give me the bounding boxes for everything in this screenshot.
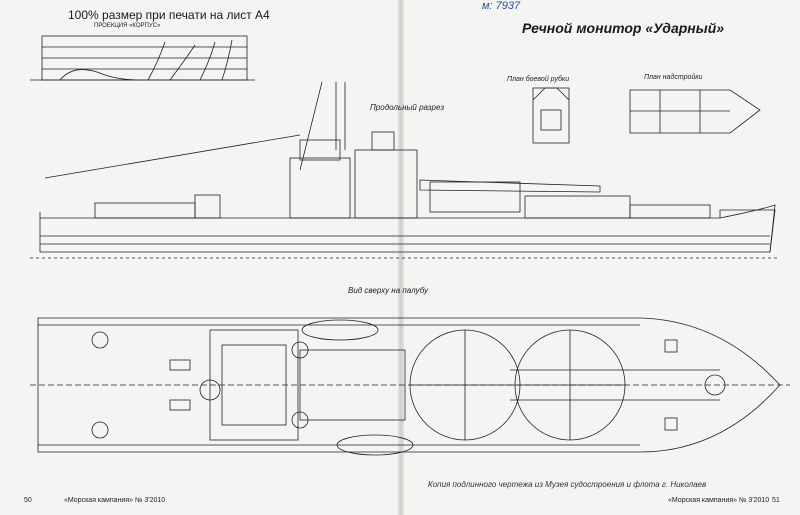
archive-stamp: м: 7937 (482, 0, 521, 12)
profile-hull (30, 131, 780, 259)
left-page-number: 50 (24, 497, 32, 504)
conning-tower-plan (532, 87, 570, 144)
print-size-note: 100% размер при печати на лист А4 (68, 8, 270, 22)
drawing-title: Речной монитор «Ударный» (522, 20, 725, 36)
profile-section-label: Продольный разрез (370, 103, 445, 112)
right-page-number: 51 (772, 497, 780, 504)
projection-label: ПРОЕКЦИЯ «КОРПУС» (94, 23, 161, 29)
left-running-title: «Морская кампания» № 3'2010 (64, 497, 166, 504)
body-plan (30, 35, 255, 81)
page-gutter (398, 0, 404, 515)
superstructure-plan (629, 89, 761, 134)
right-running-title: «Морская кампания» № 3'2010 (668, 497, 770, 504)
boom-rigging (44, 134, 301, 179)
bridge-plan-label: План надстройки (644, 74, 703, 81)
conning-plan-label: План боевой рубки (507, 76, 570, 83)
crane-boom (299, 81, 323, 171)
deck-plan-label: Вид сверху на палубу (348, 286, 429, 295)
drawing-caption: Копия подлинного чертежа из Музея судост… (428, 480, 707, 489)
deck-plan (30, 317, 790, 456)
